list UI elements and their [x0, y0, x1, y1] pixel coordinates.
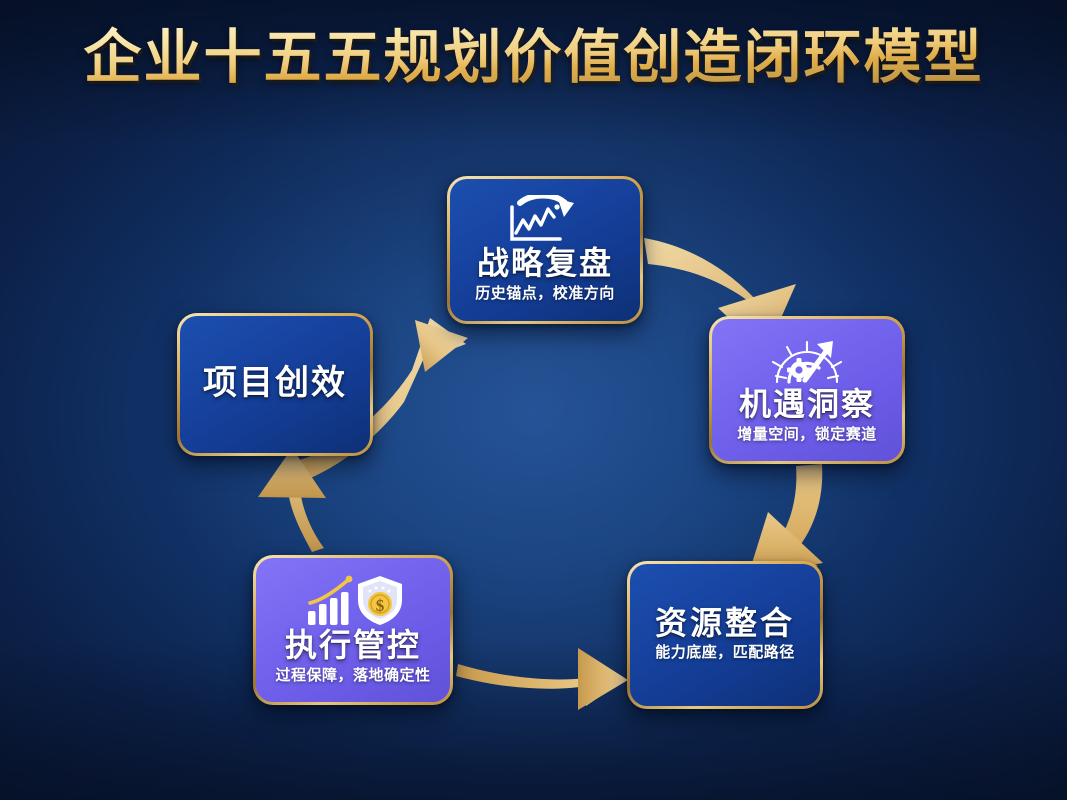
- node-subtitle: 过程保障，落地确定性: [275, 666, 431, 684]
- arrow-value-to-review: [290, 318, 468, 482]
- svg-text:$: $: [376, 596, 385, 615]
- node-title: 执行管控: [284, 627, 421, 664]
- node-title: 资源整合: [654, 604, 795, 641]
- chart-refresh-icon: [502, 192, 588, 245]
- page-title: 企业十五五规划价值创造闭环模型: [0, 25, 1067, 91]
- arrow-control-to-resource: [456, 648, 628, 710]
- node-subtitle: 能力底座，匹配路径: [655, 644, 795, 662]
- node-opportunity-insight[interactable]: 机遇洞察 增量空间，锁定赛道: [709, 316, 905, 464]
- node-title: 项目创效: [203, 364, 347, 403]
- arrow-control-to-value: [258, 448, 326, 552]
- bar-chart-shield-coin-icon: $: [298, 573, 408, 627]
- node-title: 机遇洞察: [738, 386, 875, 423]
- arrow-review-to-insight: [644, 238, 796, 352]
- page-title-text: 企业十五五规划价值创造闭环模型: [83, 25, 984, 90]
- node-title: 战略复盘: [476, 245, 613, 282]
- node-strategic-review[interactable]: 战略复盘 历史锚点，校准方向: [447, 176, 643, 324]
- node-resource-integration[interactable]: 资源整合 能力底座，匹配路径: [627, 561, 823, 709]
- node-subtitle: 增量空间，锁定赛道: [737, 425, 877, 443]
- node-execution-control[interactable]: $ 执行管控 过程保障，落地确定性: [253, 555, 453, 705]
- arrow-insight-to-resource: [748, 464, 823, 576]
- node-project-value[interactable]: 项目创效: [177, 313, 373, 456]
- node-subtitle: 历史锚点，校准方向: [475, 284, 615, 302]
- radar-gear-growth-icon: [761, 334, 853, 386]
